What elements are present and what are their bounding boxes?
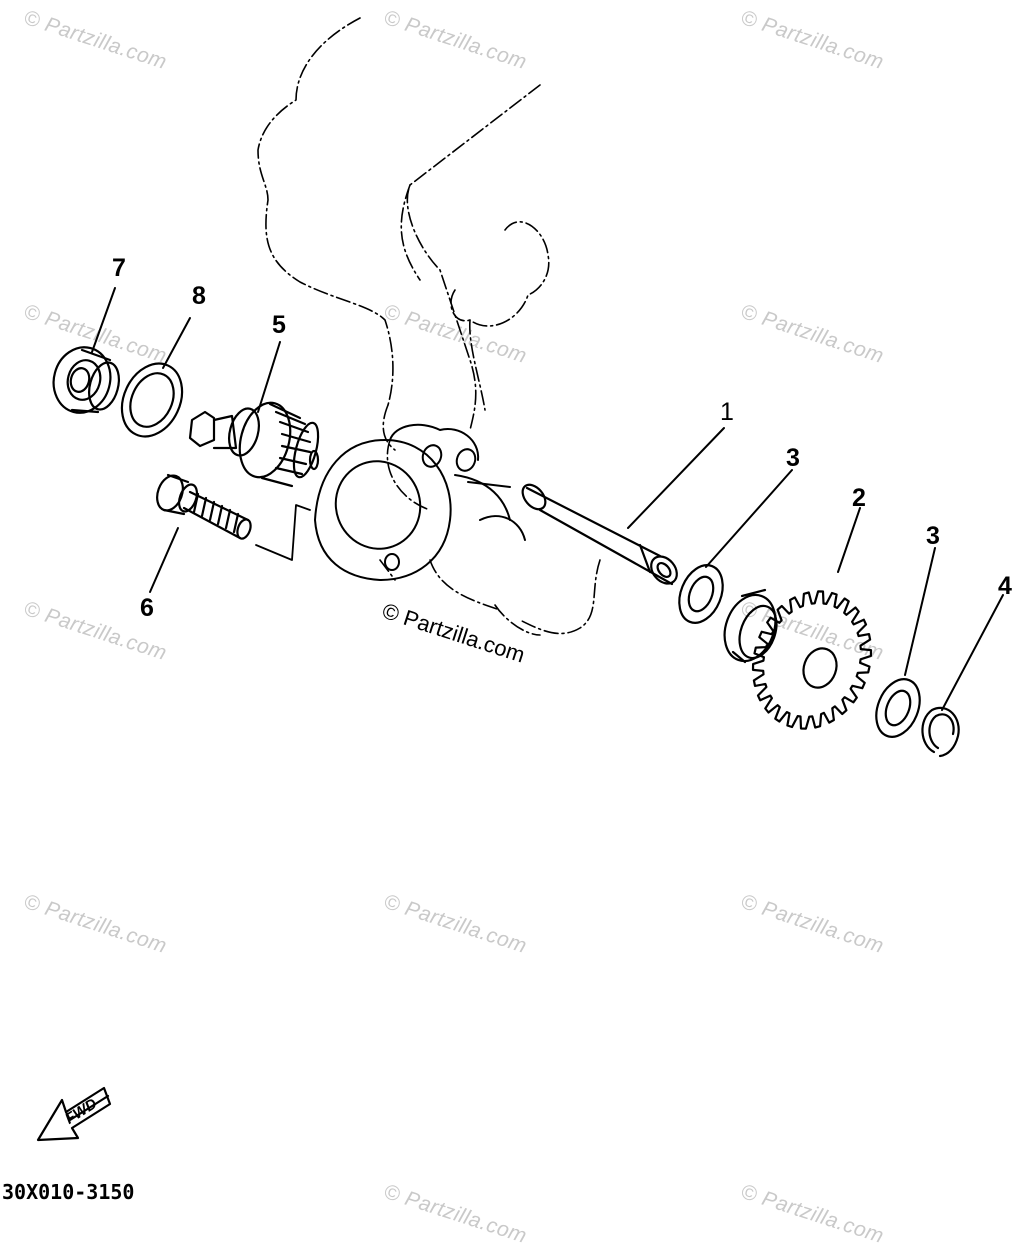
callout-4: 4 bbox=[998, 572, 1012, 600]
callout-3-right: 3 bbox=[926, 522, 940, 550]
shaft-part-1 bbox=[521, 483, 678, 586]
diagram-code: 30X010-3150 bbox=[2, 1180, 135, 1204]
callout-7: 7 bbox=[112, 254, 126, 282]
bolt-part-6 bbox=[156, 473, 252, 540]
callout-6: 6 bbox=[140, 594, 154, 622]
circlip-part-4 bbox=[921, 706, 960, 758]
callout-8: 8 bbox=[192, 282, 206, 310]
callout-5: 5 bbox=[272, 311, 286, 339]
washer-part-8 bbox=[120, 362, 184, 438]
case-boss bbox=[314, 423, 526, 581]
callout-2: 2 bbox=[852, 484, 866, 512]
pinion-part-5 bbox=[188, 401, 320, 488]
washer-part-3-right bbox=[875, 678, 921, 738]
callout-3-left: 3 bbox=[786, 444, 800, 472]
parts-diagram: © Partzilla.com © Partzilla.com © Partzi… bbox=[2, 6, 1012, 1248]
callout-1: 1 bbox=[720, 398, 734, 426]
line-art bbox=[36, 17, 1004, 1142]
fwd-arrow-icon bbox=[36, 1086, 112, 1142]
engine-case-outline bbox=[257, 17, 601, 636]
washer-part-3-left bbox=[678, 564, 724, 624]
oil-seal-part-7 bbox=[52, 346, 120, 414]
gear-part-2 bbox=[723, 588, 873, 730]
break-line bbox=[255, 504, 311, 561]
leader-lines bbox=[91, 287, 1004, 711]
